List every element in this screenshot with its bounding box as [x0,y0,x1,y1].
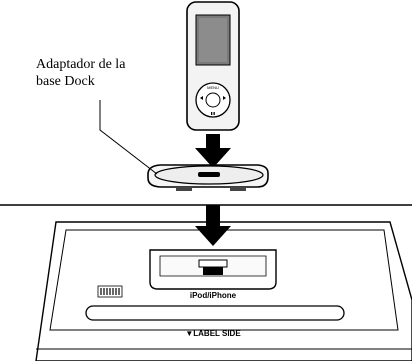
cd-slot-label: ▼LABEL SIDE [185,329,241,338]
cd-slot [86,306,344,320]
dock-adapter [148,165,268,191]
svg-text:MENU: MENU [207,85,219,90]
down-arrow-icon [195,134,231,168]
ipod-nano-icon: MENU [187,2,239,130]
compact-disc-logo [98,286,122,297]
ipod-slot-label: iPod/iPhone [190,291,237,300]
ipod-dock-slot [150,250,276,289]
callout-leader-line [100,100,157,174]
